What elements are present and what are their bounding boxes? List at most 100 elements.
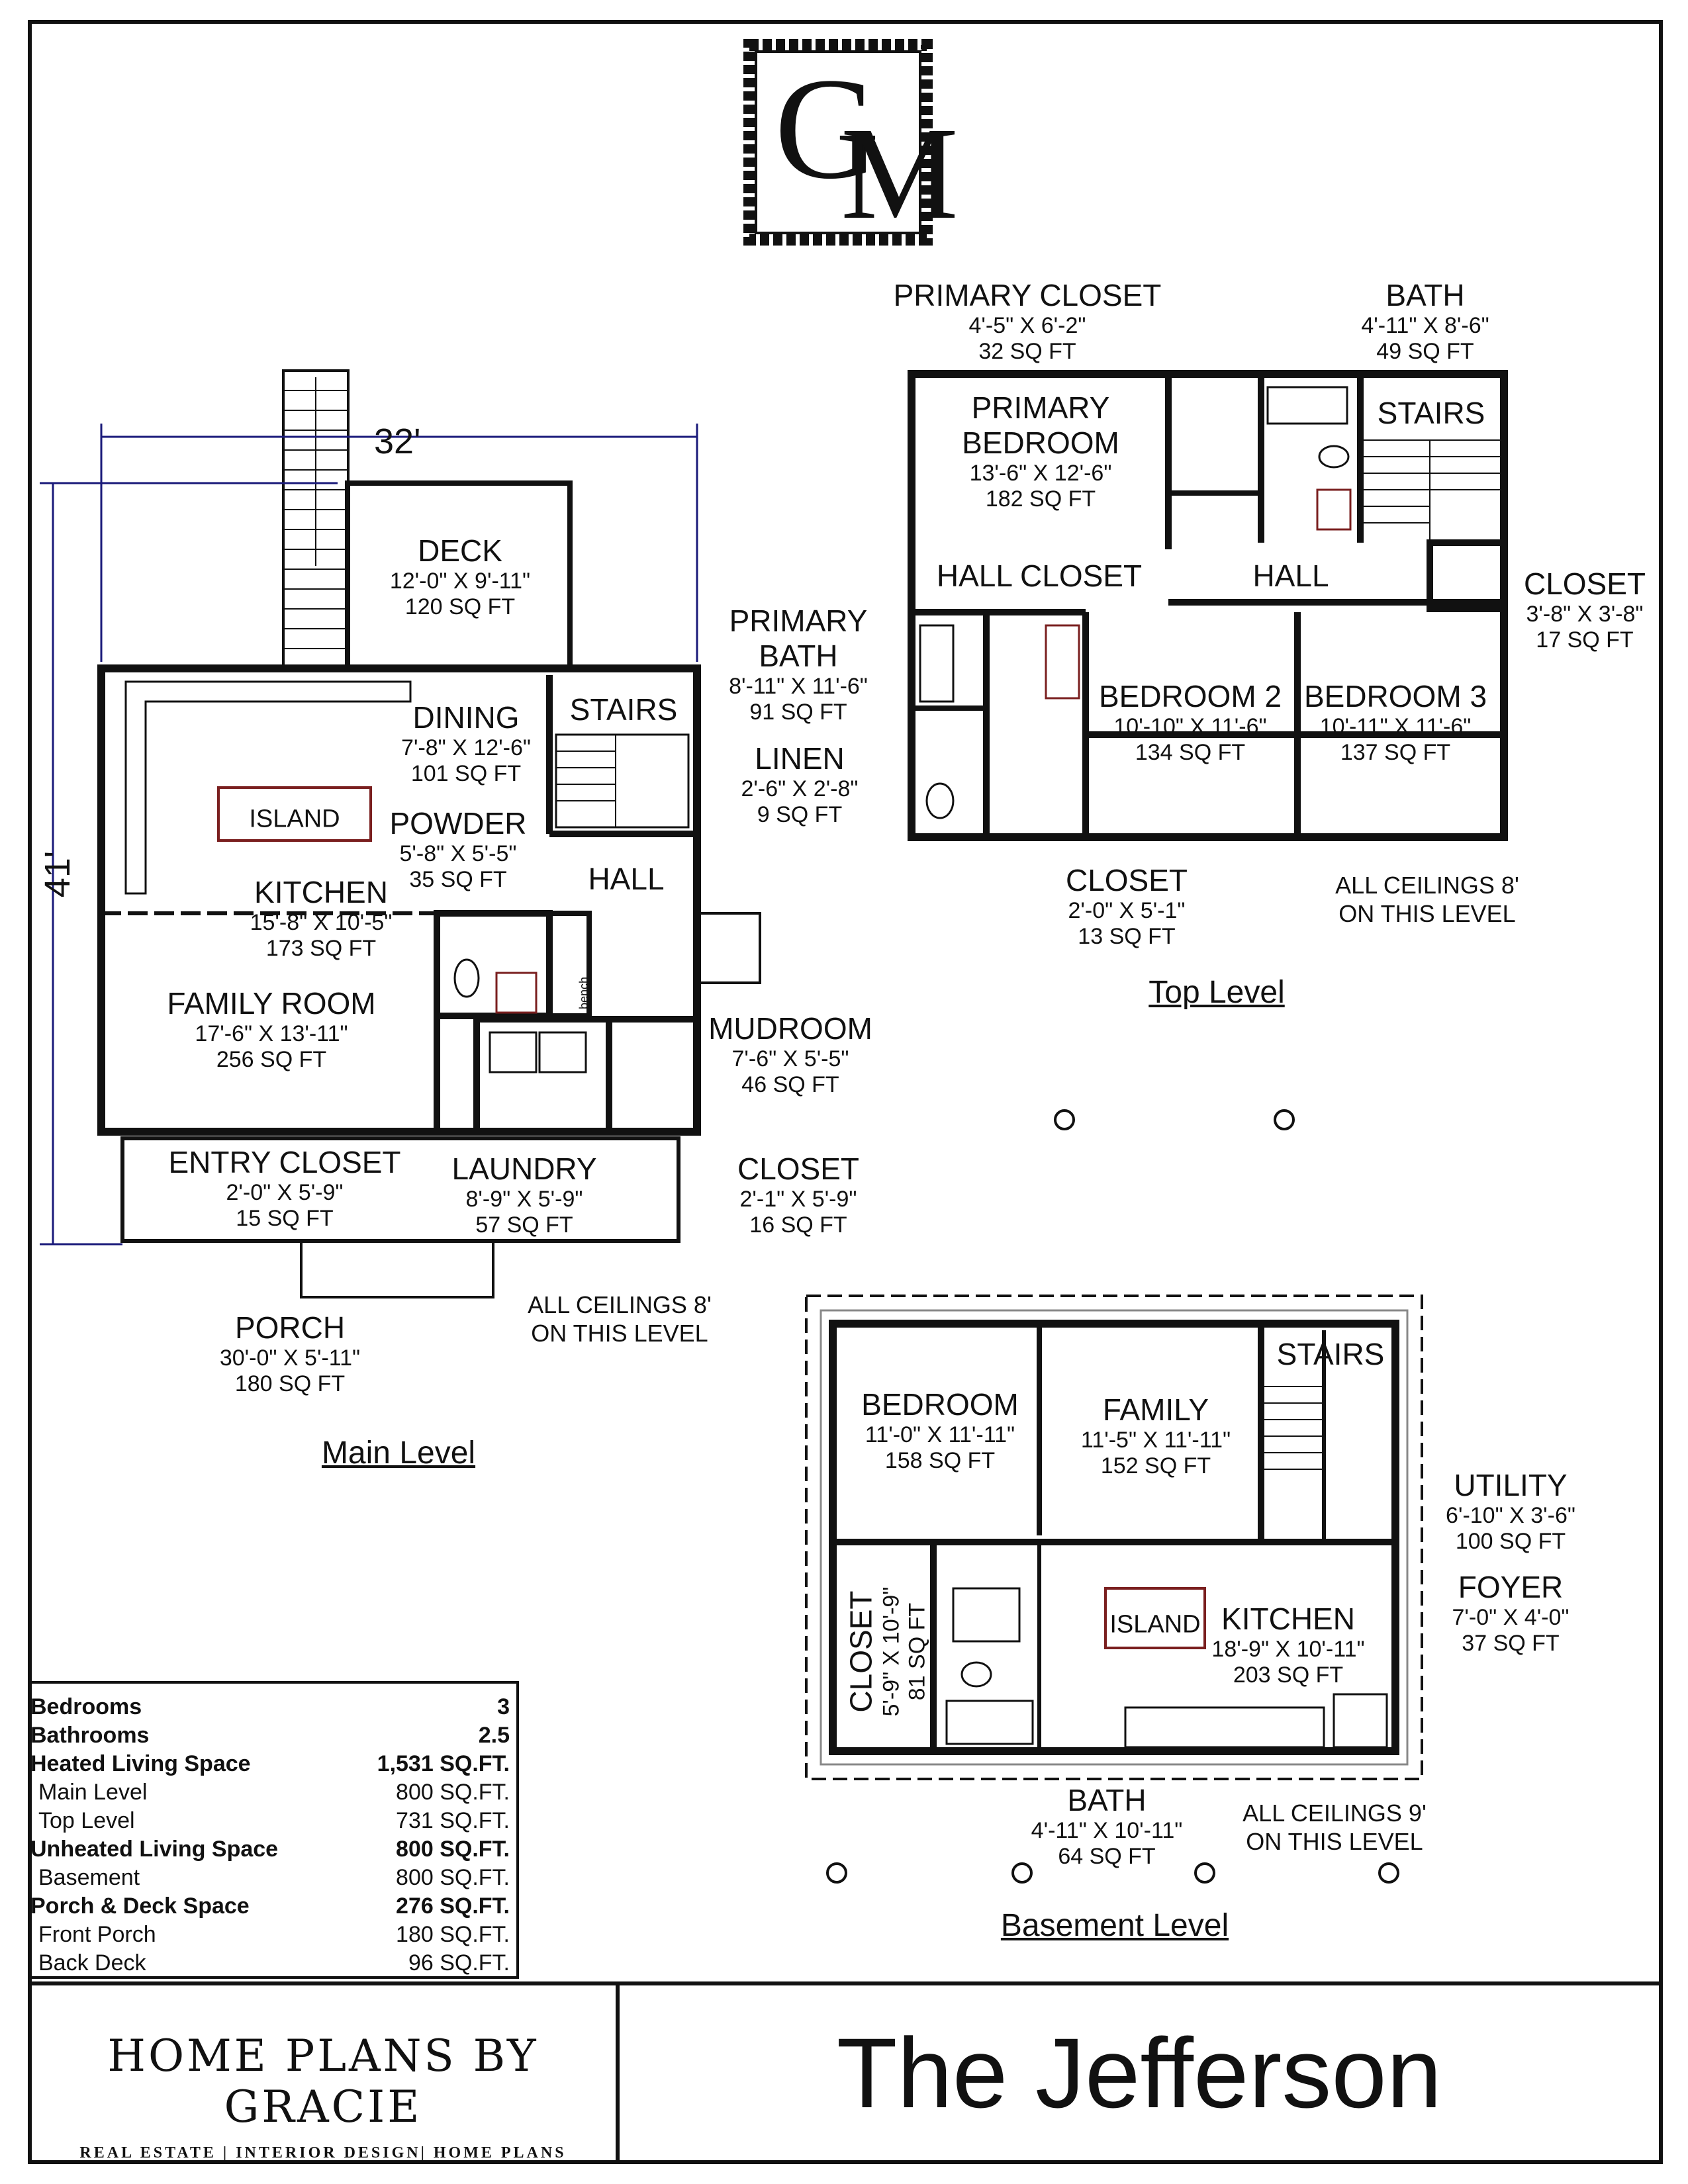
room-name: CLOSET (1523, 567, 1646, 601)
room-dims: 2'-0" X 5'-1" (1068, 897, 1186, 923)
stat-value: 800 SQ.FT. (396, 1865, 510, 1890)
room-label-porch: PORCH 30'-0" X 5'-11" 180 SQ FT (220, 1310, 360, 1397)
stat-label: Top Level (38, 1808, 135, 1833)
room-dims: 12'-0" X 9'-11" (389, 568, 531, 594)
room-area: 203 SQ FT (1233, 1662, 1344, 1688)
basement-level-title: Basement Level (1000, 1908, 1229, 1943)
logo-monogram: G M (761, 48, 959, 247)
room-area: 9 SQ FT (757, 801, 843, 827)
room-name: DECK (418, 533, 502, 568)
room-name: FOYER (1458, 1570, 1564, 1604)
room-dims: 7'-0" X 4'-0" (1452, 1604, 1570, 1630)
room-label-basement-closet: CLOSET 5'-9" X 10'-9" 81 SQ FT (843, 1587, 930, 1717)
room-dims: 8'-9" X 5'-9" (465, 1186, 583, 1212)
room-area: 152 SQ FT (1100, 1453, 1211, 1479)
room-area: 137 SQ FT (1340, 739, 1451, 765)
room-label-utility: UTILITY 6'-10" X 3'-6" 100 SQ FT (1446, 1468, 1575, 1555)
room-dims: 18'-9" X 10'-11" (1211, 1636, 1365, 1662)
room-dims: 5'-8" X 5'-5" (399, 841, 517, 866)
room-dims: 8'-11" X 11'-6" (729, 673, 868, 699)
room-area: 158 SQ FT (884, 1447, 996, 1473)
note-line-2: ON THIS LEVEL (1338, 900, 1516, 928)
room-dims: 4'-11" X 8'-6" (1361, 312, 1489, 338)
room-name: ENTRY CLOSET (168, 1145, 401, 1179)
stats-row: Porch & Deck Space 276 SQ.FT. (28, 1892, 510, 1921)
room-area: 49 SQ FT (1376, 338, 1474, 364)
room-label-basement-family: FAMILY 11'-5" X 11'-11" 152 SQ FT (1081, 1392, 1231, 1479)
room-label-basement-kitchen: KITCHEN 18'-9" X 10'-11" 203 SQ FT (1211, 1602, 1364, 1688)
room-area: 100 SQ FT (1455, 1528, 1566, 1554)
room-name: HALL (1252, 559, 1329, 593)
room-area: 64 SQ FT (1058, 1843, 1156, 1869)
room-dims: 11'-0" X 11'-11" (865, 1422, 1015, 1447)
title-block-separator (616, 1981, 620, 2164)
room-name: FAMILY (1102, 1392, 1209, 1427)
top-level-title: Top Level (1149, 975, 1285, 1010)
room-name: BATH (1385, 278, 1465, 312)
basement-exterior-wall (829, 1320, 1399, 1755)
stat-label: Basement (38, 1865, 140, 1890)
room-label-basement-bedroom: BEDROOM 11'-0" X 11'-11" 158 SQ FT (861, 1387, 1019, 1474)
brand-name: HOME PLANS BY GRACIE (107, 2030, 539, 2132)
stat-value: 96 SQ.FT. (408, 1950, 510, 1976)
room-area: 16 SQ FT (749, 1212, 847, 1238)
stat-value: 276 SQ.FT. (396, 1893, 510, 1919)
room-name: CLOSET (843, 1590, 878, 1713)
room-label-kitchen: KITCHEN 15'-8" X 10'-5" 173 SQ FT (250, 875, 393, 962)
stats-row: Basement 800 SQ.FT. (28, 1864, 510, 1892)
room-label-main-stairs: STAIRS (570, 692, 678, 727)
gm-logo (743, 39, 933, 246)
back-stairs (282, 369, 350, 670)
main-depth-dimension: 41' (38, 850, 78, 898)
room-area: 173 SQ FT (265, 935, 377, 961)
room-label-primary-bath: PRIMARY BATH 8'-11" X 11'-6" 91 SQ FT (729, 604, 868, 725)
room-label-family-room: FAMILY ROOM 17'-6" X 13'-11" 256 SQ FT (167, 986, 375, 1073)
room-name: KITCHEN (254, 875, 388, 909)
note-line-1: ALL CEILINGS 8' (1335, 872, 1519, 899)
room-name: STAIRS (1276, 1337, 1385, 1371)
room-dims: 3'-8" X 3'-8" (1526, 601, 1644, 627)
room-area: 120 SQ FT (404, 594, 516, 619)
stat-label: Main Level (38, 1780, 148, 1805)
room-name: HALL (588, 862, 665, 896)
room-label-basement-bath: BATH 4'-11" X 10'-11" 64 SQ FT (1031, 1783, 1183, 1870)
room-label-dining: DINING 7'-8" X 12'-6" 101 SQ FT (401, 700, 531, 787)
main-island-label: ISLAND (249, 805, 340, 833)
stat-value: 800 SQ.FT. (396, 1837, 510, 1862)
note-line-2: ON THIS LEVEL (531, 1320, 708, 1347)
room-name: BEDROOM 2 (1098, 679, 1282, 713)
room-name: PRIMARY CLOSET (893, 278, 1162, 312)
room-name: HALL CLOSET (936, 559, 1143, 593)
room-label-top-closet-bottom: CLOSET 2'-0" X 5'-1" 13 SQ FT (1066, 863, 1188, 950)
title-block-divider (28, 1981, 1663, 1985)
room-dims: 4'-5" X 6'-2" (968, 312, 1086, 338)
stat-label: Bathrooms (30, 1723, 150, 1748)
basement-island-label: ISLAND (1109, 1610, 1201, 1639)
stat-label: Front Porch (38, 1922, 156, 1947)
main-island (217, 786, 372, 842)
room-name-line-2: BEDROOM (962, 425, 1119, 460)
room-area: 134 SQ FT (1135, 739, 1246, 765)
stat-label: Unheated Living Space (30, 1837, 279, 1862)
room-name: STAIRS (569, 692, 678, 727)
room-dims: 7'-6" X 5'-5" (731, 1046, 849, 1071)
room-label-top-stairs: STAIRS (1378, 396, 1485, 431)
room-name: UTILITY (1454, 1468, 1568, 1502)
room-label-basement-stairs: STAIRS (1277, 1337, 1385, 1372)
room-area: 17 SQ FT (1536, 627, 1634, 653)
room-dims: 11'-5" X 11'-11" (1080, 1427, 1231, 1453)
room-name: LINEN (755, 741, 845, 776)
room-area: 182 SQ FT (985, 486, 1096, 512)
stat-label: Porch & Deck Space (30, 1893, 250, 1919)
room-dims: 5'-9" X 10'-9" (878, 1586, 904, 1717)
room-name: FAMILY ROOM (167, 986, 376, 1021)
room-dims: 2'-0" X 5'-9" (226, 1179, 344, 1205)
room-area: 81 SQ FT (904, 1602, 930, 1701)
room-area: 13 SQ FT (1078, 923, 1176, 949)
note-line-2: ON THIS LEVEL (1246, 1828, 1423, 1856)
room-area: 32 SQ FT (978, 338, 1076, 364)
room-name: BATH (1067, 1783, 1147, 1817)
